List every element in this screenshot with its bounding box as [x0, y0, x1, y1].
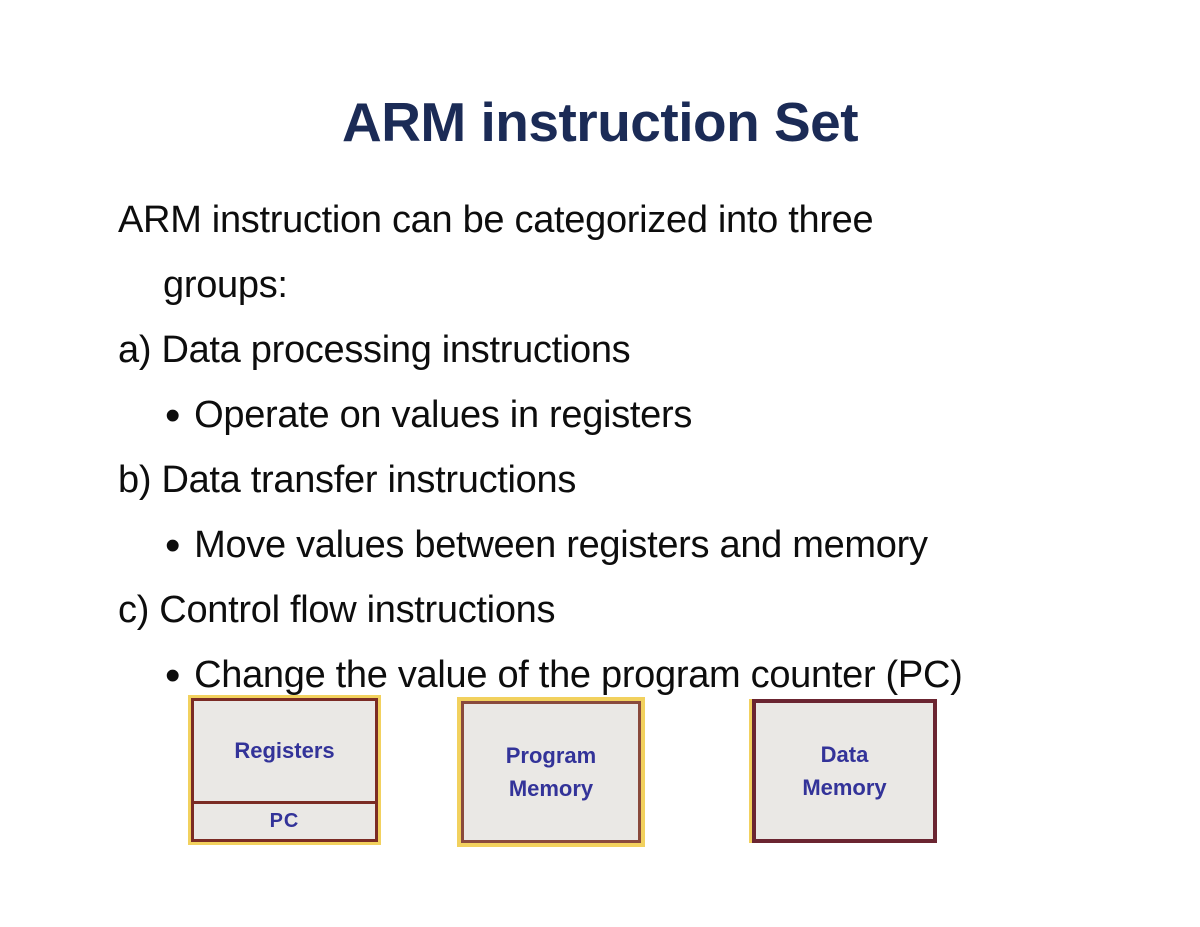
bullet-icon: • [165, 521, 181, 570]
slide-body: ARM instruction can be categorized into … [118, 188, 1138, 708]
data-memory-label-line2: Memory [802, 775, 887, 800]
bullet-c-text: Change the value of the program counter … [194, 654, 963, 696]
data-memory-label-line1: Data [820, 742, 869, 767]
registers-box-label: Registers [234, 738, 335, 763]
body-line-item-b: b) Data transfer instructions [118, 459, 577, 501]
body-line-bullet-a: • Operate on values in registers [118, 383, 1138, 448]
body-line-item-a: a) Data processing instructions [118, 329, 631, 371]
body-line-intro: ARM instruction can be categorized into … [118, 199, 874, 241]
program-memory-label-line2: Memory [508, 776, 594, 801]
slide-title: ARM instruction Set [341, 91, 859, 153]
bullet-a-text: Operate on values in registers [194, 394, 693, 436]
body-line-bullet-b: • Move values between registers and memo… [118, 513, 1138, 578]
program-memory-box: Program Memory [461, 701, 641, 843]
program-memory-label-line1: Program [505, 743, 597, 768]
data-memory-box: Data Memory [752, 699, 937, 843]
bullet-icon: • [165, 651, 181, 700]
pc-box-label: PC [194, 801, 375, 839]
body-line-item-c: c) Control flow instructions [118, 589, 556, 631]
bullet-b-text: Move values between registers and memory [194, 524, 928, 566]
body-line-intro-wrap: groups: [163, 264, 288, 306]
registers-box: Registers PC [191, 698, 378, 842]
body-line-bullet-c: • Change the value of the program counte… [118, 643, 1138, 708]
bullet-icon: • [165, 391, 181, 440]
